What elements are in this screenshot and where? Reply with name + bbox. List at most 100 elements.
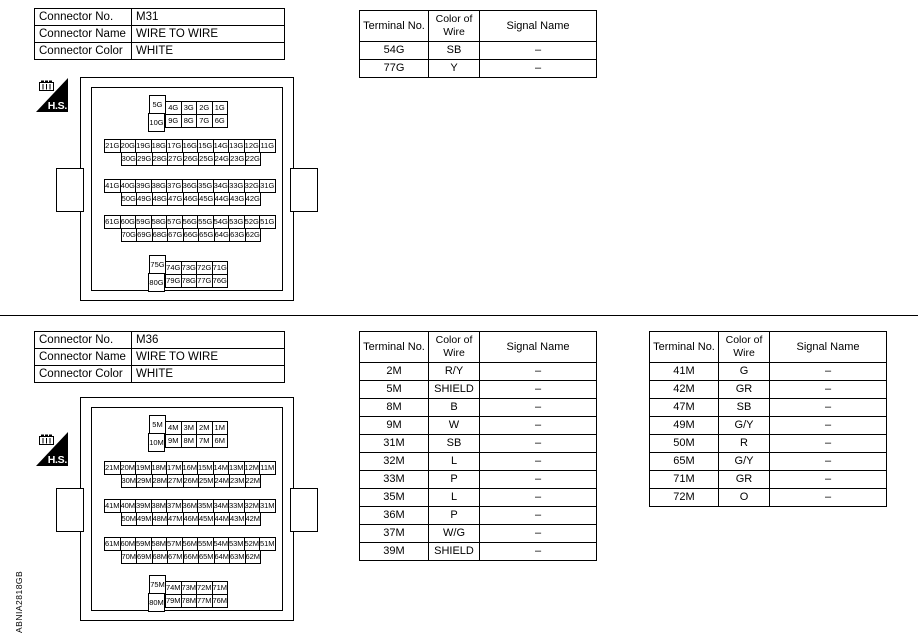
cell-terminal: 8M [359, 398, 429, 417]
pin-cell: 45M [198, 512, 215, 526]
pin-cell: 9M [165, 434, 182, 448]
cell-color: R [718, 434, 770, 453]
cell-color: W [428, 416, 480, 435]
pin-cell: 24M [213, 474, 230, 488]
pin-cell: 68G [151, 228, 168, 242]
cell-signal: – [479, 470, 597, 489]
pin-group-m36-row3: 41M 40M 39M 38M 37M 36M 35M 34M 33M 32M … [104, 499, 276, 526]
pin-cell: 15G [197, 139, 214, 153]
cell-color: O [718, 488, 770, 507]
info-value: WHITE [131, 365, 285, 383]
pin-group-m31-row4: 61G 60G 59G 58G 57G 56G 55G 54G 53G 52G … [104, 215, 276, 242]
pin-cell: 27M [167, 474, 184, 488]
pin-row: 61G 60G 59G 58G 57G 56G 55G 54G 53G 52G … [104, 215, 276, 229]
info-label: Connector No. [34, 331, 132, 349]
cell-color: SHIELD [428, 542, 480, 561]
pin-cell: 36G [181, 179, 198, 193]
pin-cell: 29G [136, 152, 153, 166]
cell-signal: – [769, 362, 887, 381]
pin-cell: 66G [182, 228, 199, 242]
cell-signal: – [479, 41, 597, 60]
pin-cell: 46G [182, 192, 199, 206]
pin-cell: 6G [211, 114, 228, 128]
pin-row: 9M 8M 7M 6M [165, 434, 228, 448]
pin-cell: 10G [148, 113, 165, 132]
pin-cell: 42G [244, 192, 261, 206]
pin-cell: 78G [180, 274, 197, 288]
pin-cell: 8G [180, 114, 197, 128]
pin-cell: 49G [136, 192, 153, 206]
pin-cell: 73M [180, 581, 197, 595]
pin-cell: 71M [211, 581, 228, 595]
pin-cell: 77M [196, 594, 213, 608]
cell-terminal: 54G [359, 41, 429, 60]
cell-color: P [428, 506, 480, 525]
pin-cell: 63M [229, 550, 246, 564]
info-row: Connector No. M36 [34, 331, 285, 349]
cell-color: W/G [428, 524, 480, 543]
pin-cell: 54G [212, 215, 229, 229]
pin-cell: 11G [259, 139, 276, 153]
pin-row: 21M 20M 19M 18M 17M 16M 15M 14M 13M 12M … [104, 461, 276, 475]
pin-cell: 41M [104, 499, 121, 513]
cell-terminal: 41M [649, 362, 719, 381]
hs-badge-m31: H.S. [36, 78, 68, 112]
info-row: Connector Name WIRE TO WIRE [34, 348, 285, 366]
pin-cell: 64M [213, 550, 230, 564]
pin-cell: 12G [243, 139, 260, 153]
pin-cell: 46M [182, 512, 199, 526]
pin-cell: 50M [120, 512, 137, 526]
connector-icon [39, 434, 54, 445]
pin-cell: 31G [259, 179, 276, 193]
pin-cell: 13G [228, 139, 245, 153]
info-label: Connector Color [34, 42, 132, 60]
pin-cell: 61M [104, 537, 121, 551]
pin-cell: 65M [198, 550, 215, 564]
pin-cell: 25M [198, 474, 215, 488]
connector-tab-left-m36 [56, 488, 84, 532]
pin-cell: 57M [166, 537, 183, 551]
pin-cell: 59M [135, 537, 152, 551]
pin-cell: 17G [166, 139, 183, 153]
pin-cell: 59G [135, 215, 152, 229]
pin-cell: 56G [181, 215, 198, 229]
pin-cell: 55M [197, 537, 214, 551]
pin-cell: 12M [243, 461, 260, 475]
cell-signal: – [769, 434, 887, 453]
cell-signal: – [479, 380, 597, 399]
cell-color: L [428, 488, 480, 507]
cell-terminal: 39M [359, 542, 429, 561]
pin-row: 41G 40G 39G 38G 37G 36G 35G 34G 33G 32G … [104, 179, 276, 193]
info-label: Connector Name [34, 348, 132, 366]
cell-terminal: 65M [649, 452, 719, 471]
pin-cell: 2M [196, 421, 213, 435]
pin-group-m31-row3: 41G 40G 39G 38G 37G 36G 35G 34G 33G 32G … [104, 179, 276, 206]
cell-signal: – [479, 416, 597, 435]
cell-terminal: 31M [359, 434, 429, 453]
pin-group-m31-bottom: 75G 80G 74G 73G 72G 71G 79G 78G 77G 76G [148, 255, 228, 292]
pin-cell: 21M [104, 461, 121, 475]
pin-cell: 56M [181, 537, 198, 551]
pin-cell: 71G [211, 261, 228, 275]
pin-group-m36-top: 5M 10M 4M 3M 2M 1M 9M 8M 7M 6M [148, 415, 228, 452]
pin-row: 4M 3M 2M 1M [165, 421, 228, 435]
pin-cell: 21G [104, 139, 121, 153]
pin-lead-column: 5G 10G [148, 95, 166, 132]
pin-cell: 23M [229, 474, 246, 488]
pin-cell: 2G [196, 101, 213, 115]
pin-cell: 67G [167, 228, 184, 242]
pin-cell: 80M [148, 593, 165, 612]
pin-cell: 58M [150, 537, 167, 551]
pin-cell: 74M [165, 581, 182, 595]
cell-signal: – [479, 362, 597, 381]
pin-cell: 6M [211, 434, 228, 448]
pin-group-m36-row2: 21M 20M 19M 18M 17M 16M 15M 14M 13M 12M … [104, 461, 276, 488]
cell-terminal: 47M [649, 398, 719, 417]
